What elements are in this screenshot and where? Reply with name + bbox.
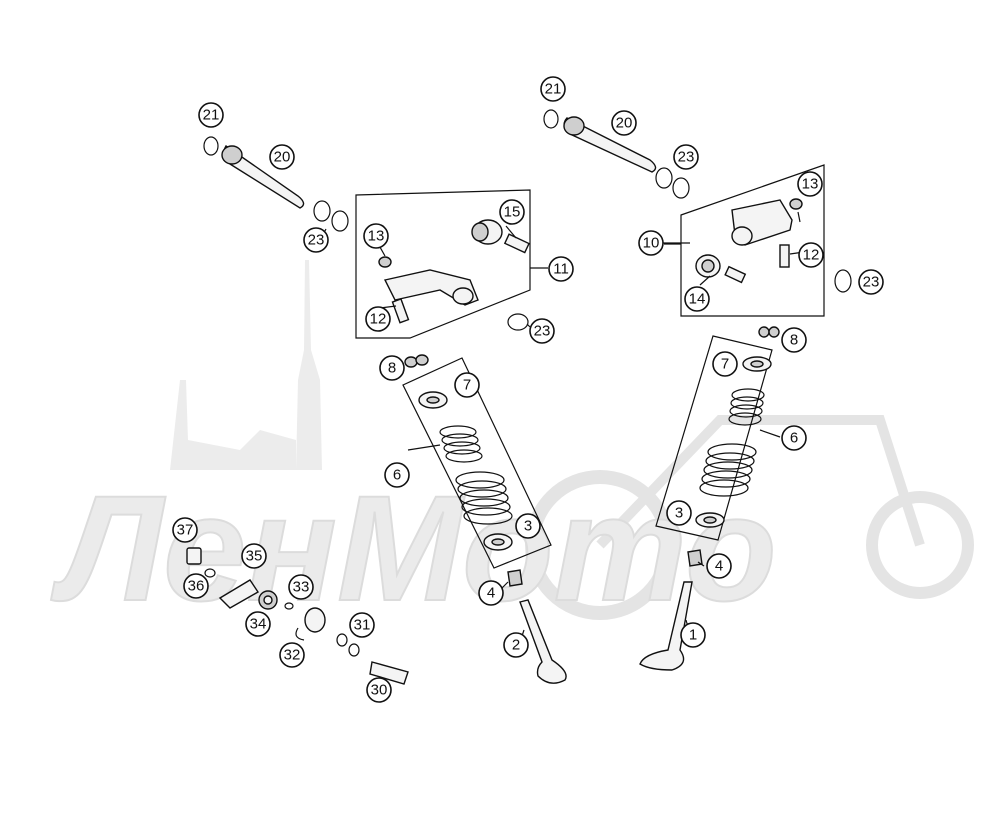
callout-20: 20 bbox=[611, 110, 637, 136]
callout-10: 10 bbox=[638, 230, 664, 256]
callout-1: 1 bbox=[680, 622, 706, 648]
callout-21: 21 bbox=[198, 102, 224, 128]
svg-text:3: 3 bbox=[524, 518, 532, 535]
svg-text:4: 4 bbox=[715, 558, 723, 575]
left-rocker-shaft bbox=[203, 136, 349, 232]
svg-text:31: 31 bbox=[354, 617, 371, 634]
svg-text:32: 32 bbox=[284, 647, 301, 664]
svg-text:8: 8 bbox=[388, 360, 396, 377]
svg-text:6: 6 bbox=[393, 467, 401, 484]
svg-text:21: 21 bbox=[545, 81, 562, 98]
svg-text:13: 13 bbox=[368, 228, 385, 245]
callout-3: 3 bbox=[666, 500, 692, 526]
left-valve-parts bbox=[507, 569, 567, 684]
right-valve-spring-group bbox=[655, 326, 780, 541]
callout-34: 34 bbox=[245, 611, 271, 637]
callout-35: 35 bbox=[241, 543, 267, 569]
callout-13: 13 bbox=[797, 171, 823, 197]
callout-4: 4 bbox=[478, 580, 504, 606]
watermark-text: ЛенМото bbox=[50, 464, 777, 632]
svg-text:14: 14 bbox=[689, 291, 706, 308]
svg-text:35: 35 bbox=[246, 548, 263, 565]
svg-text:23: 23 bbox=[534, 323, 551, 340]
callout-23: 23 bbox=[858, 269, 884, 295]
callout-23: 23 bbox=[529, 318, 555, 344]
svg-text:30: 30 bbox=[371, 682, 388, 699]
svg-text:4: 4 bbox=[487, 585, 495, 602]
svg-text:23: 23 bbox=[308, 232, 325, 249]
callout-23: 23 bbox=[673, 144, 699, 170]
svg-text:33: 33 bbox=[293, 579, 310, 596]
callout-31: 31 bbox=[349, 612, 375, 638]
callout-12: 12 bbox=[365, 306, 391, 332]
left-spring-frame bbox=[402, 357, 552, 569]
watermark: ЛенМото bbox=[49, 260, 974, 633]
right-rocker-shaft bbox=[543, 109, 690, 199]
svg-text:6: 6 bbox=[790, 430, 798, 447]
callout-6: 6 bbox=[781, 425, 807, 451]
callout-8: 8 bbox=[781, 327, 807, 353]
left-inner-spring bbox=[439, 425, 483, 463]
svg-text:12: 12 bbox=[370, 311, 387, 328]
left-outer-spring bbox=[455, 471, 513, 525]
svg-text:1: 1 bbox=[689, 627, 697, 644]
callout-23: 23 bbox=[303, 227, 329, 253]
callout-4: 4 bbox=[706, 553, 732, 579]
callout-11: 11 bbox=[548, 256, 574, 282]
callout-33: 33 bbox=[288, 574, 314, 600]
right-rocker-arm-group bbox=[664, 164, 852, 317]
svg-text:2: 2 bbox=[512, 637, 520, 654]
callout-36: 36 bbox=[183, 573, 209, 599]
svg-text:37: 37 bbox=[177, 522, 194, 539]
callout-12: 12 bbox=[798, 242, 824, 268]
svg-text:21: 21 bbox=[203, 107, 220, 124]
decompressor-group bbox=[186, 547, 409, 685]
svg-text:3: 3 bbox=[675, 505, 683, 522]
svg-text:11: 11 bbox=[553, 261, 569, 278]
right-rocker-frame bbox=[680, 164, 825, 317]
callouts: 21 20 23 13 15 11 12 23 8 7 6 3 4 2 21 2… bbox=[172, 76, 884, 703]
callout-20: 20 bbox=[269, 144, 295, 170]
svg-text:23: 23 bbox=[863, 274, 880, 291]
callout-15: 15 bbox=[499, 199, 525, 225]
left-valve-spring-group bbox=[402, 354, 552, 569]
right-outer-spring bbox=[699, 443, 757, 497]
svg-text:8: 8 bbox=[790, 332, 798, 349]
left-rocker-arm-group bbox=[355, 189, 548, 339]
svg-text:36: 36 bbox=[188, 578, 205, 595]
svg-text:10: 10 bbox=[643, 235, 660, 252]
svg-text:23: 23 bbox=[678, 149, 695, 166]
callout-14: 14 bbox=[684, 286, 710, 312]
callout-7: 7 bbox=[454, 372, 480, 398]
left-rocker-frame bbox=[355, 189, 531, 339]
right-inner-spring bbox=[728, 388, 765, 426]
callout-6: 6 bbox=[384, 462, 410, 488]
svg-text:20: 20 bbox=[274, 149, 291, 166]
svg-text:20: 20 bbox=[616, 115, 633, 132]
svg-text:7: 7 bbox=[463, 377, 471, 394]
svg-text:15: 15 bbox=[504, 204, 521, 221]
svg-text:12: 12 bbox=[803, 247, 820, 264]
callout-2: 2 bbox=[503, 632, 529, 658]
callout-3: 3 bbox=[515, 513, 541, 539]
svg-text:34: 34 bbox=[250, 616, 267, 633]
svg-text:7: 7 bbox=[721, 356, 729, 373]
right-spring-frame bbox=[655, 335, 773, 541]
svg-text:13: 13 bbox=[802, 176, 819, 193]
callout-8: 8 bbox=[379, 355, 405, 381]
callout-13: 13 bbox=[363, 223, 389, 249]
callout-21: 21 bbox=[540, 76, 566, 102]
callout-37: 37 bbox=[172, 517, 198, 543]
callout-32: 32 bbox=[279, 642, 305, 668]
callout-30: 30 bbox=[366, 677, 392, 703]
callout-7: 7 bbox=[712, 351, 738, 377]
